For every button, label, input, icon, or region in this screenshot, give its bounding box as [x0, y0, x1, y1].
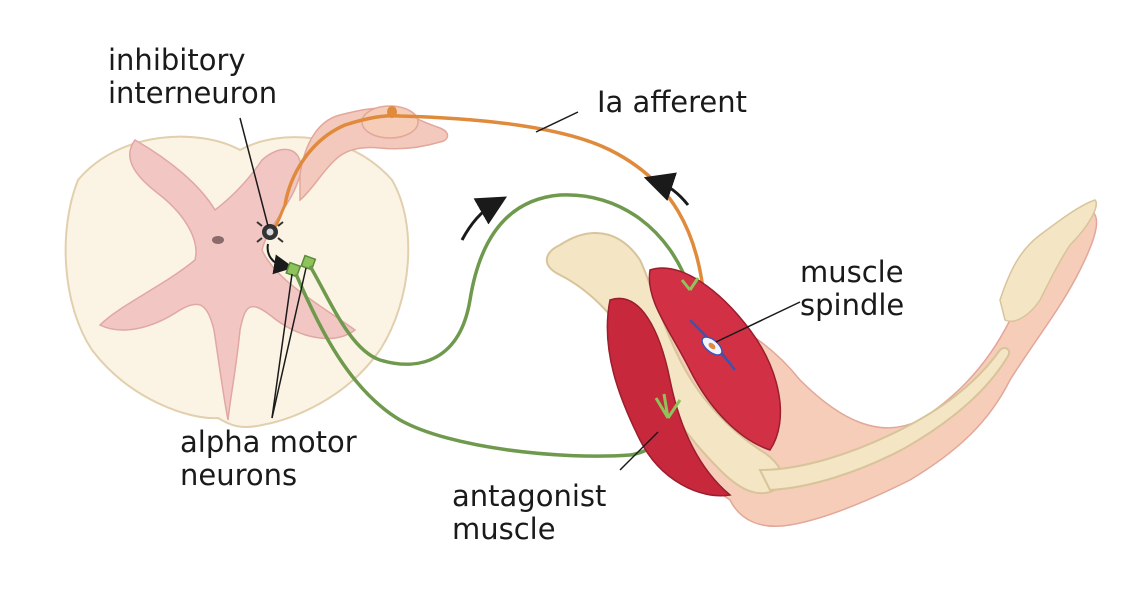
dorsal-root-ganglion [361, 105, 419, 139]
dorsal-root [299, 105, 449, 202]
spindle-ending [680, 277, 700, 291]
label-inhibitory-interneuron: inhibitory interneuron [108, 43, 278, 110]
leader-inhibitory-interneuron [239, 117, 269, 227]
leader-antagonist-muscle [619, 431, 659, 471]
inhibitory-interneuron-cell [256, 221, 294, 275]
leader-muscle-spindle [715, 301, 801, 343]
ia-afferent-fiber [283, 114, 707, 311]
hand [999, 199, 1097, 322]
central-canal [212, 236, 224, 244]
neuromuscular-ending [654, 393, 682, 419]
spinal-cord-gray-matter [98, 139, 357, 421]
label-muscle-spindle: muscle spindle [800, 255, 905, 322]
leader-alpha-motor-1 [271, 273, 293, 419]
forearm-bones [758, 346, 1011, 492]
label-ia-afferent: Ia afferent [597, 85, 748, 119]
leader-alpha-motor-2 [271, 267, 307, 419]
interneuron-curved-arrow [266, 243, 294, 275]
label-alpha-motor-neurons: alpha motor neurons [180, 425, 357, 492]
efferent-direction-arrow [460, 196, 508, 241]
antagonist-muscle-shape [606, 297, 732, 497]
leader-ia-afferent [535, 111, 579, 133]
afferent-direction-arrow [643, 172, 690, 206]
biceps-muscle-shape [648, 267, 782, 451]
label-antagonist-muscle: antagonist muscle [452, 479, 607, 546]
efferent-fiber-upper [308, 193, 692, 366]
arm [545, 199, 1098, 527]
efferent-fiber-lower [294, 273, 672, 458]
